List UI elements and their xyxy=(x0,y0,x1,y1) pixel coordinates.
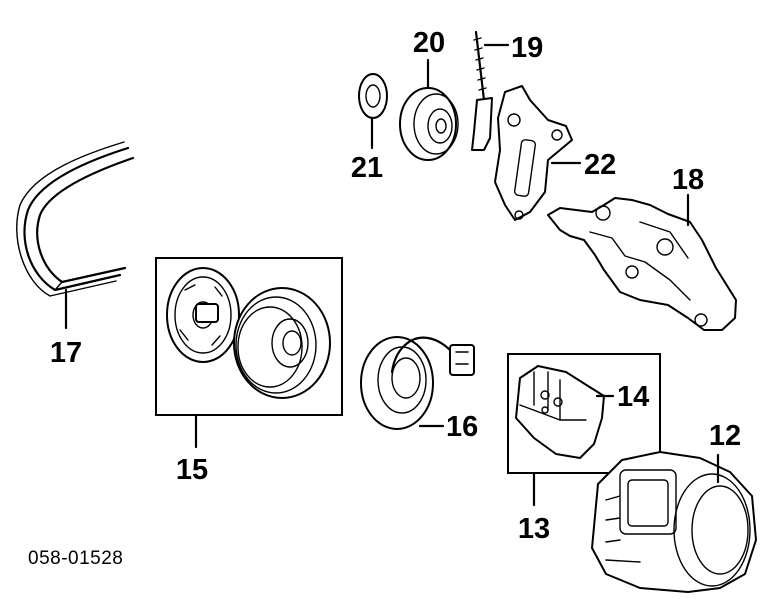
callout-17: 17 xyxy=(50,337,82,369)
callout-16: 16 xyxy=(446,411,478,443)
callout-12: 12 xyxy=(709,420,741,452)
coil-connector xyxy=(449,344,475,376)
callout-14: 14 xyxy=(617,381,649,413)
callout-22: 22 xyxy=(584,149,616,181)
part-20-idler-pulley xyxy=(399,58,459,161)
part-12-compressor xyxy=(591,451,757,593)
part-17-drive-belt xyxy=(16,141,135,330)
callout-18: 18 xyxy=(672,164,704,196)
callout-19: 19 xyxy=(511,32,543,64)
callout-box-13 xyxy=(507,353,661,474)
callout-box-15 xyxy=(155,257,343,416)
callout-21: 21 xyxy=(351,152,383,184)
part-18-compressor-bracket xyxy=(547,193,737,331)
part-15-clutch-assembly xyxy=(155,257,343,449)
callout-20: 20 xyxy=(413,27,445,59)
part-22-adjuster-bracket xyxy=(494,85,582,221)
clutch-pulley xyxy=(233,287,331,399)
diagram-code: 058-01528 xyxy=(28,548,123,569)
part-21-washer xyxy=(358,73,388,150)
part-13-relief-valve-assembly xyxy=(507,353,661,507)
callout-15: 15 xyxy=(176,454,208,486)
part-19-adjusting-bolt xyxy=(471,30,510,151)
part-16-field-coil xyxy=(360,336,475,430)
callout-13: 13 xyxy=(518,513,550,545)
